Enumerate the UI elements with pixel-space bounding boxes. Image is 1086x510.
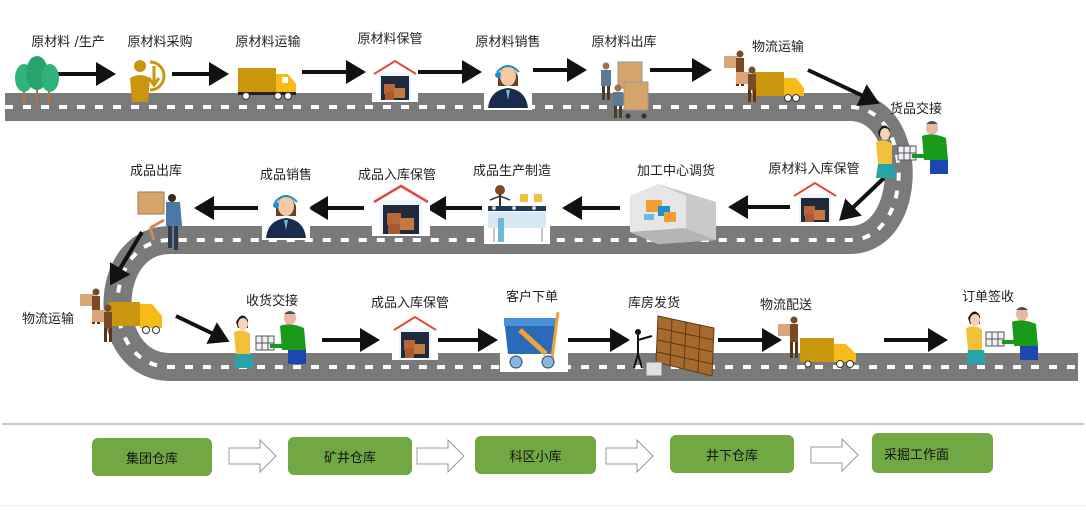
purchase-person-icon	[128, 58, 174, 108]
handover-icon	[962, 304, 1044, 372]
step-label-raw-inbound-storage: 原材料入库保管	[768, 162, 860, 177]
processing-room-icon	[624, 182, 720, 252]
step-label-product-outbound: 成品出库	[129, 164, 183, 179]
step-label-raw-purchase: 原材料采购	[127, 35, 193, 50]
chain-arrow-icon	[416, 438, 465, 474]
workers-cart-icon	[598, 58, 652, 124]
chain-arrow-icon	[605, 438, 654, 474]
headset-agent-icon	[262, 186, 310, 244]
chain-box-label: 采掘工作面	[884, 447, 950, 463]
chain-box-group-warehouse: 集团仓库	[92, 438, 212, 476]
chain-box-district-store: 科区小库	[475, 436, 596, 474]
step-label-processing-center-dispatch: 加工中心调货	[636, 164, 716, 179]
chain-box-label: 矿井仓库	[323, 450, 376, 466]
warehouse-icon	[392, 314, 438, 364]
step-label-product-inbound-storage-1: 成品入库保管	[357, 168, 437, 183]
headset-agent-icon	[484, 56, 532, 114]
flow-arrows-row3	[175, 314, 948, 352]
chain-box-mining-face: 采掘工作面	[872, 433, 993, 473]
handover-icon	[230, 308, 312, 376]
delivery-truck-icon	[722, 48, 808, 110]
flow-arrows-row1	[58, 58, 880, 107]
shelf-worker-icon	[628, 312, 720, 386]
step-label-raw-storage: 原材料保管	[357, 32, 423, 47]
chain-box-label: 科区小库	[509, 449, 562, 465]
step-label-product-sales: 成品销售	[259, 168, 313, 183]
flow-arrow	[807, 68, 880, 107]
warehouse-icon	[792, 180, 838, 228]
step-label-customer-order: 客户下单	[505, 290, 559, 305]
warehouse-icon	[372, 182, 430, 240]
chain-box-label: 井下仓库	[705, 448, 758, 464]
handover-icon	[872, 118, 954, 186]
flow-arrows-row2	[109, 176, 886, 286]
chain-box-underground-warehouse: 井下仓库	[670, 435, 794, 473]
section-divider	[2, 423, 1084, 425]
step-label-raw-outbound: 原材料出库	[591, 35, 657, 50]
step-label-goods-handover: 货品交接	[889, 102, 943, 117]
chain-arrow-icon	[810, 437, 859, 473]
warehouse-icon	[372, 58, 418, 106]
shopping-cart-icon	[500, 308, 568, 376]
step-label-receipt-handover: 收货交接	[245, 294, 299, 309]
flow-arrow	[109, 230, 144, 286]
step-label-raw-transport: 原材料运输	[235, 35, 301, 50]
worker-carry-box-icon	[136, 190, 188, 258]
step-label-logistics-transport-2: 物流运输	[21, 312, 75, 327]
step-label-logistics-transport-1: 物流运输	[751, 40, 805, 55]
truck-icon	[236, 66, 298, 104]
chain-box-mine-warehouse: 矿井仓库	[288, 437, 412, 475]
flow-arrow	[839, 176, 886, 221]
step-label-order-signed: 订单签收	[961, 290, 1015, 305]
bottom-divider	[0, 505, 1086, 506]
step-label-product-manufacturing: 成品生产制造	[472, 164, 552, 179]
step-label-logistics-delivery: 物流配送	[759, 298, 813, 313]
trees-icon	[14, 56, 60, 110]
step-label-raw-production: 原材料 /生产	[31, 35, 105, 50]
flow-arrow	[175, 314, 230, 344]
step-label-warehouse-shipping: 库房发货	[627, 296, 681, 311]
chain-box-label: 集团仓库	[125, 451, 178, 467]
delivery-truck-icon	[778, 316, 862, 372]
step-label-raw-sales: 原材料销售	[475, 35, 541, 50]
delivery-truck-icon	[78, 286, 168, 352]
step-label-product-inbound-storage-2: 成品入库保管	[370, 296, 450, 311]
chain-arrow-icon	[228, 438, 277, 474]
conveyor-worker-icon	[484, 182, 550, 248]
